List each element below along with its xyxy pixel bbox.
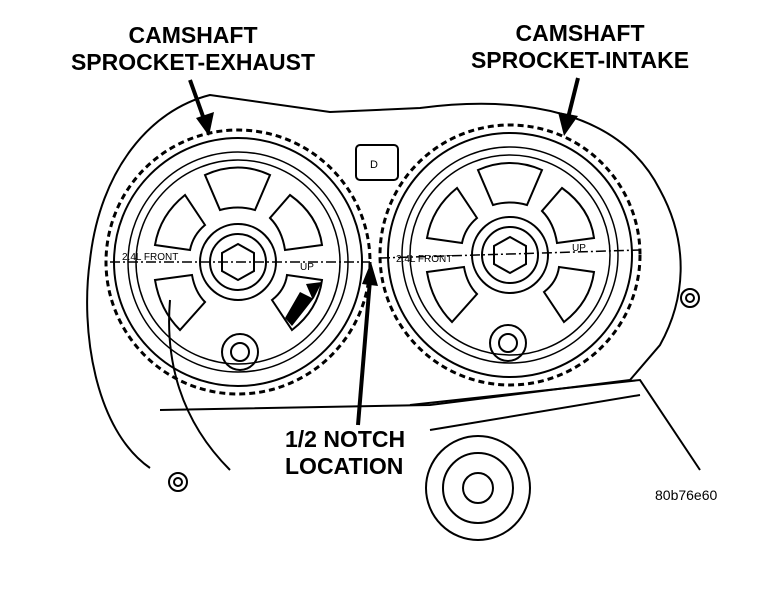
intake-leader-line bbox=[566, 77, 580, 119]
cover-bolt-left bbox=[168, 472, 188, 492]
exhaust-front-engraving: 2.4L FRONT bbox=[122, 252, 178, 263]
intake-front-engraving: 2.4L FRONT bbox=[396, 254, 452, 265]
intake-sprocket-outer bbox=[378, 123, 642, 387]
exhaust-sprocket bbox=[104, 128, 372, 396]
center-mount bbox=[355, 144, 399, 181]
notch-leader-line bbox=[356, 279, 372, 426]
exhaust-sprocket-label: CAMSHAFT SPROCKET-EXHAUST bbox=[28, 22, 358, 76]
block-line-1 bbox=[409, 378, 701, 471]
belt-cover-outline bbox=[86, 93, 682, 469]
exhaust-label-line2: SPROCKET-EXHAUST bbox=[70, 49, 316, 75]
belt-cover-inner bbox=[168, 299, 231, 471]
intake-leader-arrowhead bbox=[558, 112, 578, 136]
intake-timing-line bbox=[379, 249, 641, 259]
block-line-2 bbox=[429, 394, 641, 431]
intake-sprocket-label: CAMSHAFT SPROCKET-INTAKE bbox=[440, 20, 720, 74]
exhaust-direction-arrow bbox=[285, 282, 322, 326]
exhaust-label-line1: CAMSHAFT bbox=[128, 22, 258, 48]
intake-window bbox=[425, 265, 479, 324]
intake-sprocket bbox=[378, 123, 642, 387]
intake-window bbox=[476, 162, 544, 207]
exhaust-window bbox=[203, 166, 272, 212]
notch-label-line2: LOCATION bbox=[285, 453, 404, 479]
intake-label-line2: SPROCKET-INTAKE bbox=[470, 47, 690, 73]
exhaust-lower-bolt bbox=[221, 333, 259, 371]
cover-bolt-right bbox=[680, 288, 700, 308]
notch-location-label: 1/2 NOTCH LOCATION bbox=[285, 426, 435, 480]
notch-label-line1: 1/2 NOTCH bbox=[285, 426, 406, 452]
exhaust-window bbox=[268, 193, 324, 252]
notch-leader-arrowhead bbox=[362, 262, 378, 286]
intake-window bbox=[542, 265, 596, 324]
intake-up-engraving: UP bbox=[572, 243, 586, 254]
intake-bolt-head bbox=[493, 235, 527, 275]
figure-id: 80b76e60 bbox=[655, 487, 718, 503]
intake-lower-bolt bbox=[489, 324, 527, 362]
exhaust-leader-line bbox=[188, 79, 207, 123]
exhaust-bolt-head bbox=[221, 242, 255, 282]
exhaust-window bbox=[270, 273, 324, 332]
lower-pulley bbox=[425, 435, 531, 541]
intake-window bbox=[425, 186, 479, 245]
intake-window bbox=[540, 186, 596, 245]
intake-label-line1: CAMSHAFT bbox=[515, 20, 645, 46]
exhaust-leader-arrowhead bbox=[196, 112, 214, 136]
exhaust-window bbox=[153, 193, 207, 252]
exhaust-window bbox=[153, 273, 207, 332]
exhaust-up-engraving: UP bbox=[300, 262, 314, 273]
mount-marking: D bbox=[370, 159, 378, 171]
